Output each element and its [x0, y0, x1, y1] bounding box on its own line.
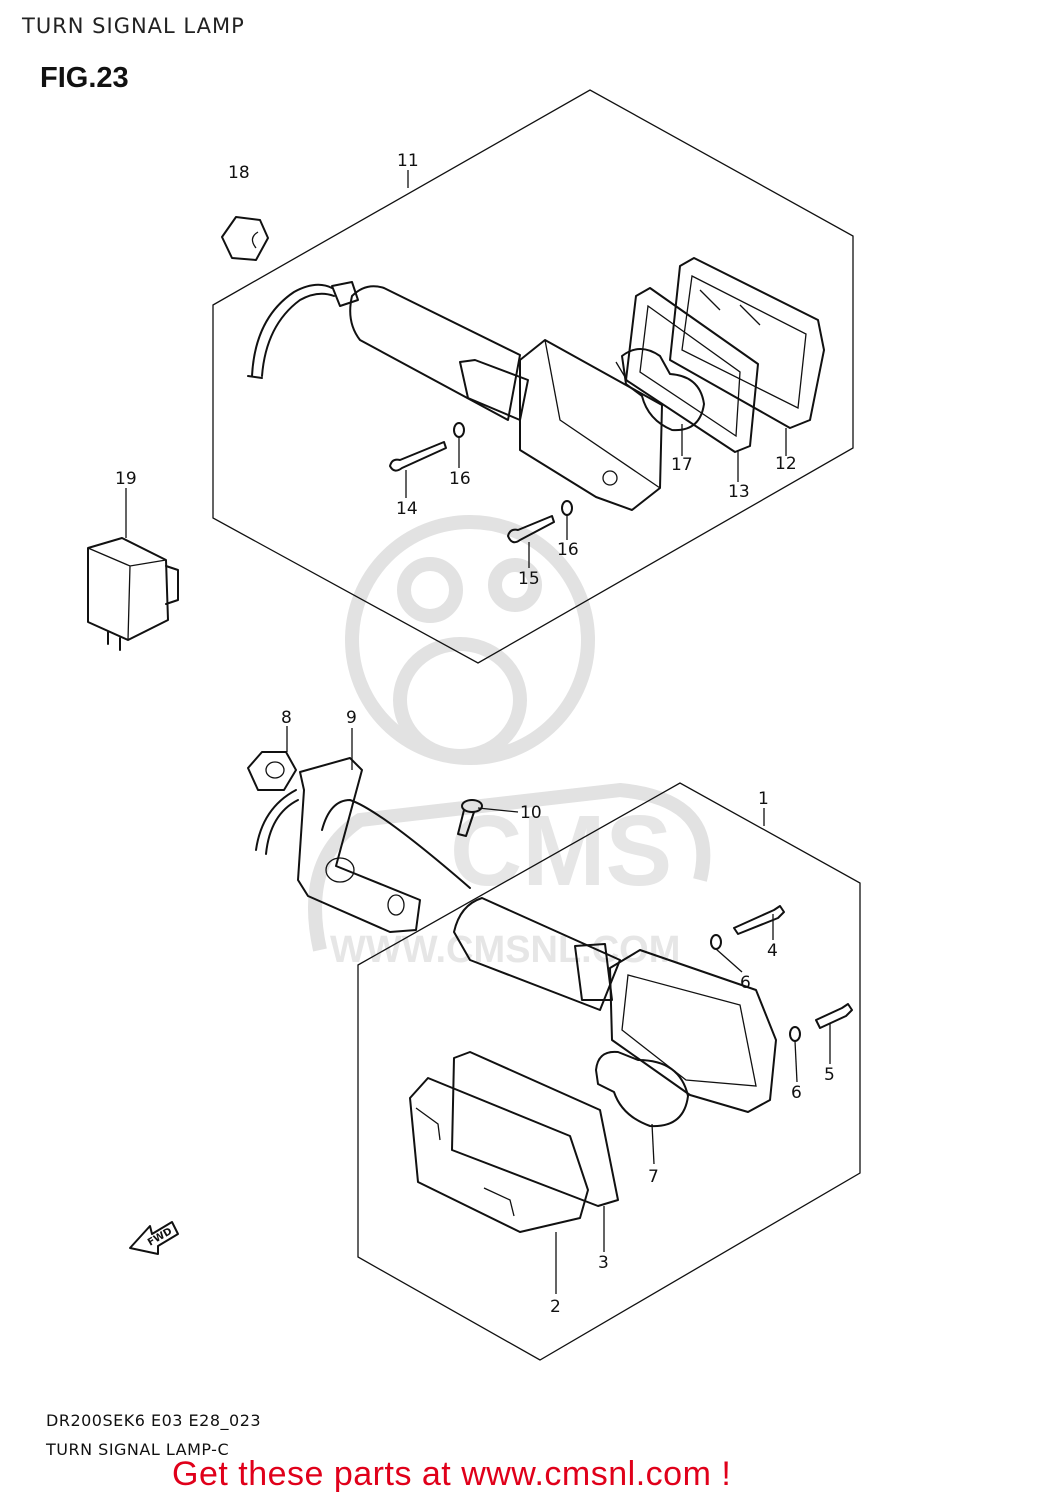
part-number-16-b: 16: [557, 540, 579, 560]
screw-5: [815, 1003, 853, 1029]
assembly-box-upper: [212, 89, 854, 664]
lamp-housing-upper: [247, 281, 663, 511]
part-numbers: 18 11 19 17 13 12 16 14 16 15 8 9 10 1 4…: [115, 151, 835, 1317]
leader-lines: [125, 170, 831, 1294]
part-number-19: 19: [115, 469, 137, 489]
lens-12: [669, 257, 825, 429]
figure-label: FIG.23: [40, 62, 129, 94]
bulb-7: [595, 1050, 689, 1128]
lens-2: [409, 1077, 589, 1233]
part-number-17: 17: [671, 455, 693, 475]
part-number-9: 9: [346, 708, 357, 728]
part-number-3: 3: [598, 1253, 609, 1273]
watermark-logo: CMS WWW.CMSNL.COM: [308, 515, 711, 971]
part-number-18: 18: [228, 163, 250, 183]
part-number-15: 15: [518, 569, 540, 589]
relay-19: [87, 537, 179, 651]
part-number-4: 4: [767, 941, 778, 961]
part-number-5: 5: [824, 1065, 835, 1085]
promo-link[interactable]: Get these parts at www.cmsnl.com !: [172, 1455, 732, 1493]
gasket-3: [451, 1051, 619, 1207]
screw-14: [389, 441, 447, 472]
assembly-box-lower: [357, 782, 861, 1361]
page-title: TURN SIGNAL LAMP: [22, 14, 245, 38]
bracket-9: [255, 757, 421, 933]
figure-name: TURN SIGNAL LAMP-C: [46, 1440, 230, 1459]
part-number-14: 14: [396, 499, 418, 519]
part-number-6-b: 6: [791, 1083, 802, 1103]
washer-16-b: [561, 500, 573, 516]
part-number-6-a: 6: [740, 973, 751, 993]
fwd-arrow-icon: FWD: [129, 1221, 179, 1255]
nut-8: [247, 751, 297, 791]
part-number-12: 12: [775, 454, 797, 474]
part-number-8: 8: [281, 708, 292, 728]
part-number-10: 10: [520, 803, 542, 823]
part-number-16-a: 16: [449, 469, 471, 489]
model-code: DR200SEK6 E03 E28_023: [46, 1411, 262, 1430]
screw-4: [733, 905, 785, 935]
part-number-11: 11: [397, 151, 419, 171]
part-number-13: 13: [728, 482, 750, 502]
watermark-url: WWW.CMSNL.COM: [330, 929, 680, 971]
screw-15: [507, 515, 555, 544]
part-number-2: 2: [550, 1297, 561, 1317]
part-number-7: 7: [648, 1167, 659, 1187]
screw-10: [457, 799, 483, 837]
washer-16-a: [453, 422, 465, 438]
lamp-housing-lower: [321, 799, 777, 1113]
nut-18: [221, 216, 269, 261]
watermark-brand: CMS: [450, 795, 672, 907]
washer-6-a: [710, 934, 722, 950]
gasket-13: [625, 287, 759, 453]
part-number-1: 1: [758, 789, 769, 809]
washer-6-b: [789, 1026, 801, 1042]
